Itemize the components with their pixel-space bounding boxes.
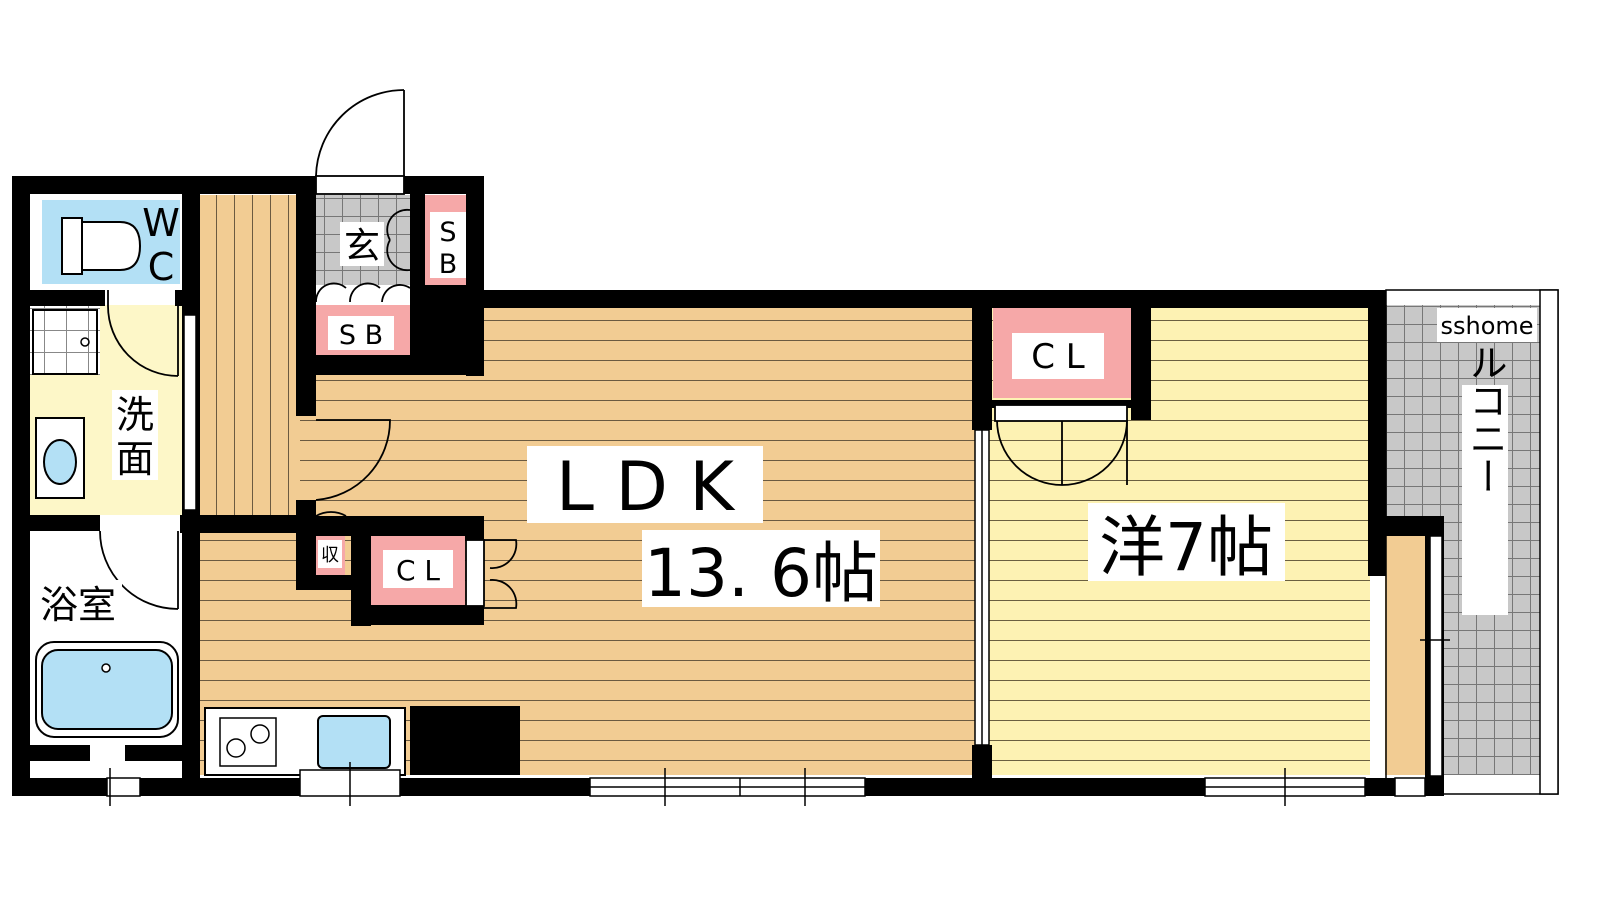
bedroom-label: 洋7帖 [1099, 509, 1273, 586]
ldk-closet-label-bg [383, 550, 453, 588]
entrance-label-bg [340, 222, 384, 266]
washbasin-icon [35, 417, 85, 499]
storage-label-bg [318, 540, 342, 568]
entrance-label: 玄 [344, 226, 380, 267]
refrigerator-space [410, 706, 520, 775]
watermark: sshome [1440, 312, 1533, 340]
ldk-size-bg [642, 530, 880, 607]
balcony-strip [1385, 535, 1430, 775]
bath-label-bg [34, 580, 122, 626]
balcony-rail [1539, 289, 1559, 795]
wc-label-2: C [148, 245, 175, 289]
bedroom-closet-label-bg [1012, 333, 1104, 379]
washroom-label-bg [112, 390, 158, 480]
toilet-icon [42, 200, 180, 284]
bath-label: 浴室 [40, 583, 116, 627]
shoebox-top-label-2: B [439, 249, 458, 280]
washroom-label-2: 面 [116, 437, 154, 481]
windows [106, 314, 1450, 806]
shoebox-top-label-bg [430, 212, 466, 278]
bedroom-label-bg [1088, 503, 1285, 581]
shoebox-bottom-label: S B [339, 320, 383, 351]
bathtub-icon [35, 641, 179, 738]
stove-icon [219, 717, 277, 767]
ldk-name: L D K [556, 448, 736, 527]
storage-label: 収 [321, 545, 339, 566]
shoebox-top-label-1: S [439, 217, 456, 248]
balcony-label-bg [1462, 385, 1508, 615]
doors [99, 89, 1128, 610]
sink-icon [317, 715, 391, 769]
washroom-label-1: 洗 [116, 393, 154, 437]
watermark-bg [1437, 308, 1537, 342]
ldk-closet-label: C L [396, 554, 440, 587]
washroom-tile [30, 305, 100, 375]
wc-label-1: W [142, 201, 180, 245]
bedroom-closet-label: C L [1031, 337, 1085, 377]
shoebox-bottom-label-bg [328, 316, 394, 350]
ldk-label-bg [527, 446, 763, 523]
hallway-floor [200, 195, 300, 515]
washer-icon [32, 309, 98, 375]
ldk-size: 13. 6帖 [644, 535, 878, 612]
